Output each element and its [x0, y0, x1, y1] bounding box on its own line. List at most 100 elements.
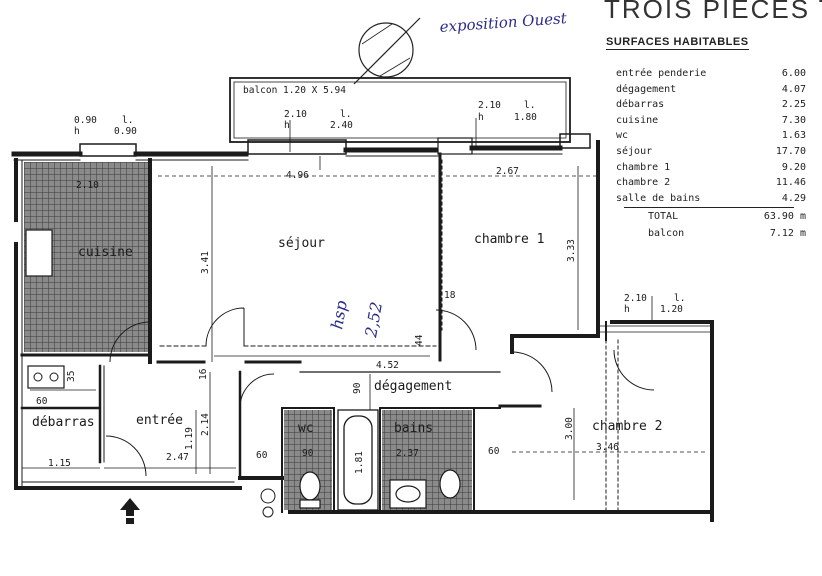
- room-label-chambre-1: chambre 1: [474, 232, 544, 247]
- dim-18: 18: [444, 290, 456, 301]
- sheet-title: TROIS PIECES TE: [604, 0, 822, 24]
- win-ch1-h-prefix: h: [478, 112, 484, 123]
- room-label-chambre-2: chambre 2: [592, 419, 662, 434]
- balcon-value: 7.12 m: [769, 228, 806, 240]
- dim-44: 44: [414, 334, 425, 346]
- surface-label: débarras: [616, 99, 665, 111]
- win-ch1-l: 1.80: [514, 112, 537, 123]
- surface-row: wc 1.63: [616, 128, 806, 144]
- entry-arrow-icon: [120, 498, 140, 524]
- dim-ch2-door: 60: [488, 446, 500, 457]
- surface-value: 1.63: [781, 130, 806, 142]
- door-swings: [105, 307, 655, 477]
- room-label-debarras: débarras: [32, 415, 95, 430]
- win-ch1-h: 2.10: [478, 100, 501, 111]
- surface-row: chambre 1 9.20: [616, 160, 806, 176]
- win-ch2-h-prefix: h: [624, 304, 630, 315]
- dim-ch1-depth: 3.33: [566, 239, 577, 262]
- dim-bains-width: 2.37: [396, 448, 419, 459]
- surface-label: chambre 2: [616, 177, 671, 189]
- dim-bath-length: 1.81: [354, 451, 365, 474]
- win-ch1-l-prefix: l.: [524, 100, 535, 111]
- dim-1-19: 1.19: [184, 427, 195, 450]
- surface-value: 17.70: [775, 145, 806, 157]
- surface-row: chambre 2 11.46: [616, 175, 806, 191]
- dim-debarras-width: 1.15: [48, 458, 71, 469]
- handwritten-height: 2,52: [361, 300, 386, 339]
- surfaces-rows: entrée penderie 6.00 dégagement 4.07 débarra…: [616, 66, 806, 206]
- win-sejour-l-prefix: l.: [340, 109, 351, 120]
- surface-label: salle de bains: [616, 192, 701, 204]
- win-kitchen-h: 0.90: [74, 115, 97, 126]
- surface-value: 4.07: [781, 83, 806, 95]
- dim-16: 16: [198, 368, 209, 380]
- room-label-cuisine: cuisine: [78, 245, 133, 260]
- dim-ch2-depth: 3.00: [564, 417, 575, 440]
- surface-row: salle de bains 4.29: [616, 191, 806, 207]
- win-kitchen-h-prefix: h: [74, 126, 80, 137]
- utility-circles: [260, 488, 276, 518]
- surface-value: 11.46: [775, 177, 806, 189]
- dim-ch1-width: 2.67: [496, 166, 519, 177]
- room-label-degagement: dégagement: [374, 379, 452, 394]
- exposition-note: exposition Ouest: [439, 9, 568, 36]
- total-label: TOTAL: [648, 211, 679, 223]
- win-sejour-h: 2.10: [284, 109, 307, 120]
- surfaces-total: TOTAL 63.90 m: [616, 209, 806, 224]
- surface-value: 2.25: [781, 99, 806, 111]
- bath-washbasin: [389, 479, 427, 509]
- dim-wc-width: 90: [302, 448, 314, 459]
- surface-label: chambre 1: [616, 161, 671, 173]
- room-label-bains: bains: [394, 421, 433, 436]
- surface-value: 7.30: [781, 114, 806, 126]
- dim-2-14: 2.14: [200, 413, 211, 436]
- surface-row: cuisine 7.30: [616, 113, 806, 129]
- win-sejour-l: 2.40: [330, 120, 353, 131]
- handwritten-hsp: hsp: [327, 299, 351, 331]
- surface-label: entrée penderie: [616, 68, 707, 79]
- dim-sejour-depth: 3.41: [200, 251, 211, 274]
- surfaces-divider: [624, 207, 794, 209]
- win-ch2-h: 2.10: [624, 293, 647, 304]
- surface-row: dégagement 4.07: [616, 82, 806, 98]
- win-ch2-l: 1.20: [660, 304, 683, 315]
- compass-symbol: [353, 17, 421, 85]
- dim-kitchen-width: 2.10: [76, 180, 99, 191]
- dim-degagement-length: 4.52: [376, 360, 399, 371]
- bidet: [439, 469, 461, 499]
- surface-label: cuisine: [616, 114, 659, 126]
- total-value: 63.90 m: [763, 211, 806, 223]
- dimension-lines: [22, 118, 706, 500]
- dim-90: 90: [352, 382, 363, 394]
- surface-label: séjour: [616, 145, 653, 157]
- surface-row: débarras 2.25: [616, 97, 806, 113]
- surface-value: 9.20: [781, 161, 806, 173]
- surfaces-table: entrée penderie 6.00 dégagement 4.07 débarra…: [616, 66, 806, 244]
- surfaces-balcon: balcon 7.12 m: [616, 224, 806, 244]
- debarras-sink: [27, 365, 65, 389]
- dim-entree-width: 2.47: [166, 452, 189, 463]
- surfaces-title: SURFACES HABITABLES: [606, 36, 749, 50]
- win-sejour-h-prefix: h: [284, 120, 290, 131]
- win-ch2-l-prefix: l.: [674, 293, 685, 304]
- dim-wc-door: 60: [256, 450, 268, 461]
- surface-row: séjour 17.70: [616, 144, 806, 160]
- surface-label: dégagement: [616, 83, 677, 95]
- bathtub: [337, 409, 379, 511]
- surface-value: 4.29: [781, 192, 806, 204]
- balcony: [229, 77, 571, 143]
- wc-toilet: [299, 471, 321, 509]
- dim-60-debarras: 60: [36, 396, 48, 407]
- dim-ch2-width: 3.46: [596, 442, 619, 453]
- dim-sejour-width: 4.96: [286, 170, 309, 181]
- kitchen-sink: [25, 229, 53, 277]
- surface-label: wc: [616, 130, 629, 142]
- room-label-entree: entrée: [136, 413, 183, 428]
- room-label-wc: wc: [298, 421, 314, 436]
- room-label-sejour: séjour: [278, 236, 325, 251]
- surface-value: 6.00: [781, 68, 806, 79]
- surface-row: entrée penderie 6.00: [616, 66, 806, 82]
- dim-35: 35: [66, 371, 77, 382]
- balcon-label: balcon: [648, 228, 685, 240]
